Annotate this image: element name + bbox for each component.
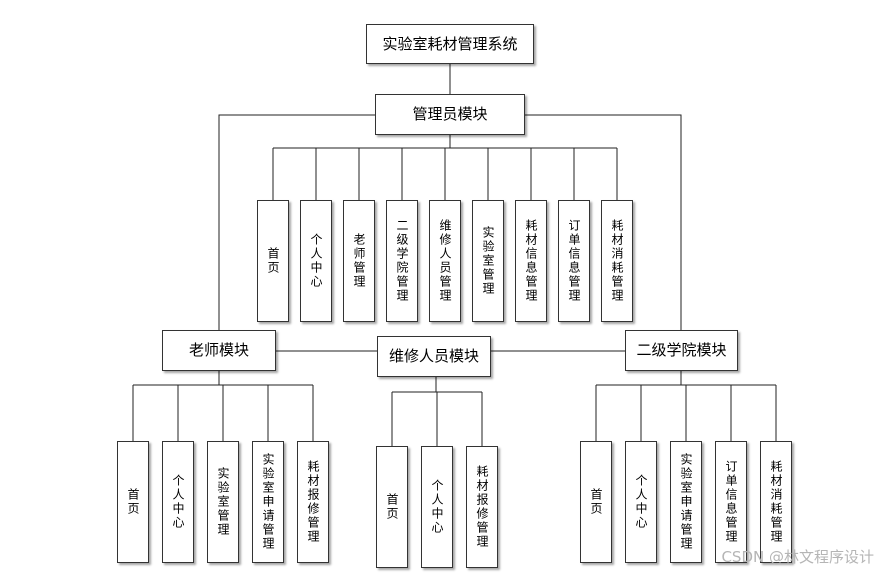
college-item-node: 耗材消耗管理	[760, 441, 792, 563]
college-item-label: 订单信息管理	[724, 460, 738, 544]
teacher-item-label: 首页	[126, 488, 140, 516]
admin-item-node: 订单信息管理	[558, 200, 590, 322]
admin-item-node: 实验室管理	[472, 200, 504, 322]
repair-item-label: 耗材报修管理	[475, 465, 489, 549]
watermark: CSDN @林文程序设计	[721, 548, 874, 566]
admin-item-label: 二级学院管理	[395, 219, 409, 303]
repair-module-label: 维修人员模块	[388, 347, 479, 365]
admin-item-node: 耗材信息管理	[515, 200, 547, 322]
teacher-item-label: 耗材报修管理	[306, 460, 320, 544]
repair-item-node: 耗材报修管理	[466, 446, 498, 568]
college-item-label: 个人中心	[634, 474, 648, 530]
admin-item-label: 老师管理	[352, 233, 366, 289]
admin-item-node: 维修人员管理	[429, 200, 461, 322]
college-item-label: 耗材消耗管理	[769, 460, 783, 544]
admin-item-node: 耗材消耗管理	[601, 200, 633, 322]
repair-item-label: 首页	[385, 493, 399, 521]
admin-item-label: 耗材消耗管理	[610, 219, 624, 303]
admin-module-label: 管理员模块	[412, 105, 488, 123]
college-module-label: 二级学院模块	[636, 341, 727, 359]
college-item-node: 个人中心	[625, 441, 657, 563]
admin-item-label: 首页	[266, 247, 280, 275]
admin-item-node: 首页	[257, 200, 289, 322]
admin-item-node: 个人中心	[300, 200, 332, 322]
teacher-item-label: 个人中心	[171, 474, 185, 530]
teacher-module-label: 老师模块	[188, 341, 249, 359]
college-item-node: 首页	[580, 441, 612, 563]
teacher-item-label: 实验室申请管理	[261, 453, 275, 551]
repair-item-label: 个人中心	[430, 479, 444, 535]
repair-item-node: 首页	[376, 446, 408, 568]
college-module-node: 二级学院模块	[625, 330, 738, 371]
admin-item-label: 实验室管理	[481, 226, 495, 296]
teacher-item-node: 实验室申请管理	[252, 441, 284, 563]
college-item-label: 首页	[589, 488, 603, 516]
admin-item-label: 耗材信息管理	[524, 219, 538, 303]
admin-item-node: 老师管理	[343, 200, 375, 322]
college-item-node: 实验室申请管理	[670, 441, 702, 563]
admin-item-label: 订单信息管理	[567, 219, 581, 303]
teacher-item-node: 耗材报修管理	[297, 441, 329, 563]
admin-module-node: 管理员模块	[375, 94, 525, 135]
teacher-item-node: 实验室管理	[207, 441, 239, 563]
admin-item-label: 维修人员管理	[438, 219, 452, 303]
root-node: 实验室耗材管理系统	[366, 24, 534, 64]
teacher-item-node: 首页	[117, 441, 149, 563]
teacher-item-label: 实验室管理	[216, 467, 230, 537]
repair-module-node: 维修人员模块	[377, 336, 491, 377]
root-label: 实验室耗材管理系统	[382, 34, 518, 53]
teacher-item-node: 个人中心	[162, 441, 194, 563]
admin-item-label: 个人中心	[309, 233, 323, 289]
admin-item-node: 二级学院管理	[386, 200, 418, 322]
college-item-node: 订单信息管理	[715, 441, 747, 563]
teacher-module-node: 老师模块	[162, 330, 276, 371]
college-item-label: 实验室申请管理	[679, 453, 693, 551]
repair-item-node: 个人中心	[421, 446, 453, 568]
